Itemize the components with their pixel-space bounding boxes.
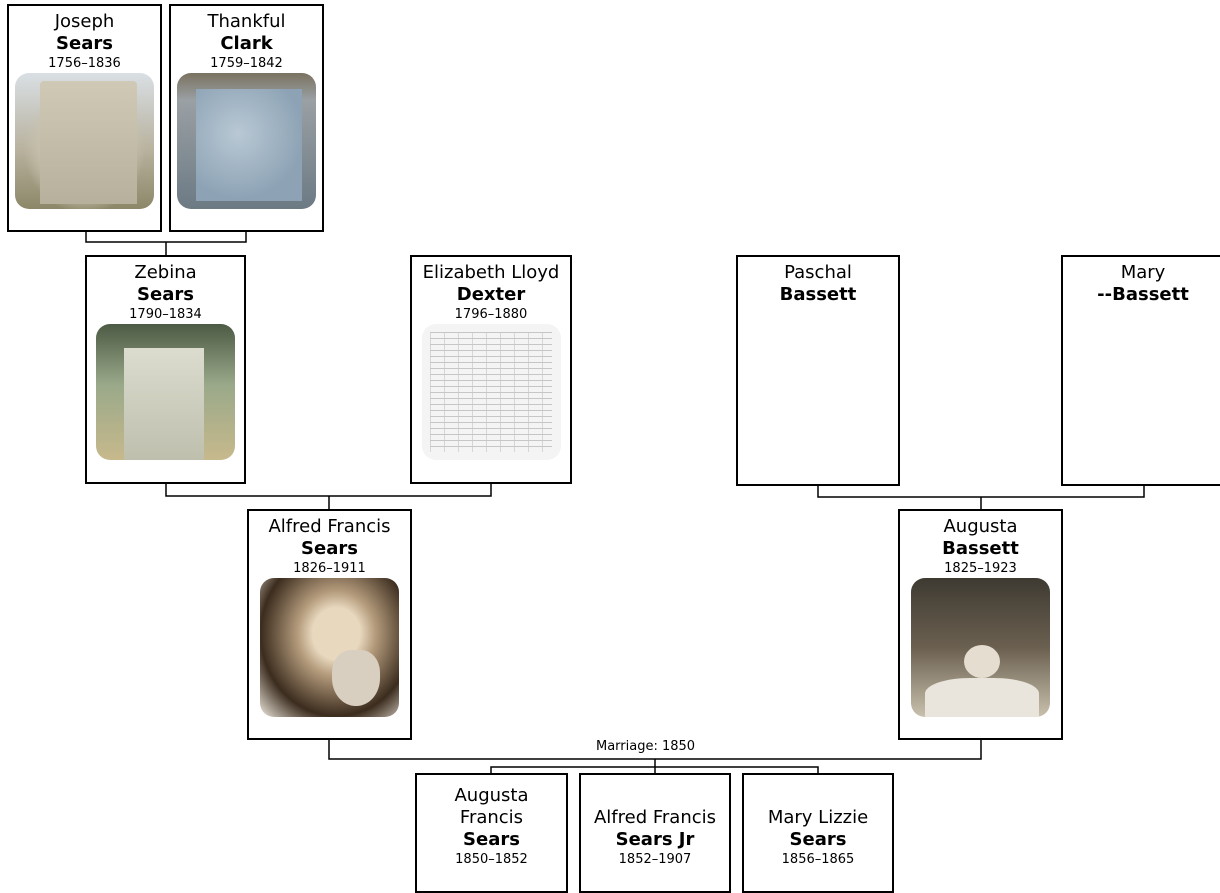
- person-card-alfred-francis-sears[interactable]: Alfred Francis Sears 1826–1911: [247, 509, 412, 740]
- surname: Bassett: [779, 284, 857, 305]
- surname: Sears: [301, 538, 358, 559]
- person-card-mary-lizzie-sears[interactable]: Mary Lizzie Sears 1856–1865: [742, 773, 894, 893]
- given-name: Mary: [1120, 262, 1166, 283]
- gravestone-photo: [96, 324, 235, 460]
- life-dates: 1796–1880: [454, 307, 528, 322]
- given-name: Paschal: [784, 262, 852, 283]
- given-name: Mary Lizzie: [767, 807, 869, 828]
- person-card-zebina-sears[interactable]: Zebina Sears 1790–1834: [85, 255, 246, 484]
- person-card-augusta-bassett[interactable]: Augusta Bassett 1825–1923: [898, 509, 1063, 740]
- given-name: Thankful: [207, 11, 286, 32]
- surname: Sears: [463, 829, 520, 850]
- surname: --Bassett: [1097, 284, 1189, 305]
- life-dates: 1850–1852: [455, 852, 528, 867]
- life-dates: 1825–1923: [944, 561, 1017, 576]
- person-card-thankful-clark[interactable]: Thankful Clark 1759–1842: [169, 4, 324, 232]
- portrait-photo: [911, 578, 1050, 717]
- gravestone-photo: [15, 73, 154, 209]
- person-card-mary-bassett[interactable]: Mary --Bassett: [1061, 255, 1220, 486]
- person-card-paschal-bassett[interactable]: Paschal Bassett: [736, 255, 900, 486]
- person-card-augusta-francis-sears[interactable]: Augusta Francis Sears 1850–1852: [415, 773, 568, 893]
- life-dates: 1856–1865: [781, 852, 855, 867]
- surname: Sears Jr: [615, 829, 695, 850]
- life-dates: 1756–1836: [48, 56, 121, 71]
- gravestone-photo: [177, 73, 316, 209]
- surname: Clark: [220, 33, 273, 54]
- surname: Bassett: [942, 538, 1019, 559]
- given-name: Elizabeth Lloyd: [422, 262, 560, 283]
- life-dates: 1826–1911: [293, 561, 366, 576]
- given-name: Augusta Francis: [454, 785, 529, 828]
- life-dates: 1852–1907: [618, 852, 692, 867]
- life-dates: 1790–1834: [129, 307, 202, 322]
- surname: Sears: [789, 829, 847, 850]
- connector-paschal-mary: [817, 485, 1145, 498]
- person-card-joseph-sears[interactable]: Joseph Sears 1756–1836: [7, 4, 162, 232]
- life-dates: 1759–1842: [210, 56, 283, 71]
- given-name: Augusta: [943, 516, 1018, 537]
- surname: Sears: [56, 33, 113, 54]
- surname: Sears: [137, 284, 194, 305]
- given-name: Alfred Francis: [593, 807, 717, 828]
- given-name: Alfred Francis: [268, 516, 391, 537]
- given-name: Joseph: [54, 11, 115, 32]
- connector-zebina-elizabeth: [165, 483, 492, 497]
- given-name: Zebina: [134, 262, 197, 283]
- surname: Dexter: [456, 284, 526, 305]
- census-document-photo: [421, 324, 561, 460]
- person-card-alfred-francis-sears-jr[interactable]: Alfred Francis Sears Jr 1852–1907: [579, 773, 731, 893]
- marriage-label: Marriage: 1850: [594, 739, 698, 754]
- portrait-photo: [260, 578, 399, 717]
- person-card-elizabeth-dexter[interactable]: Elizabeth Lloyd Dexter 1796–1880: [410, 255, 572, 484]
